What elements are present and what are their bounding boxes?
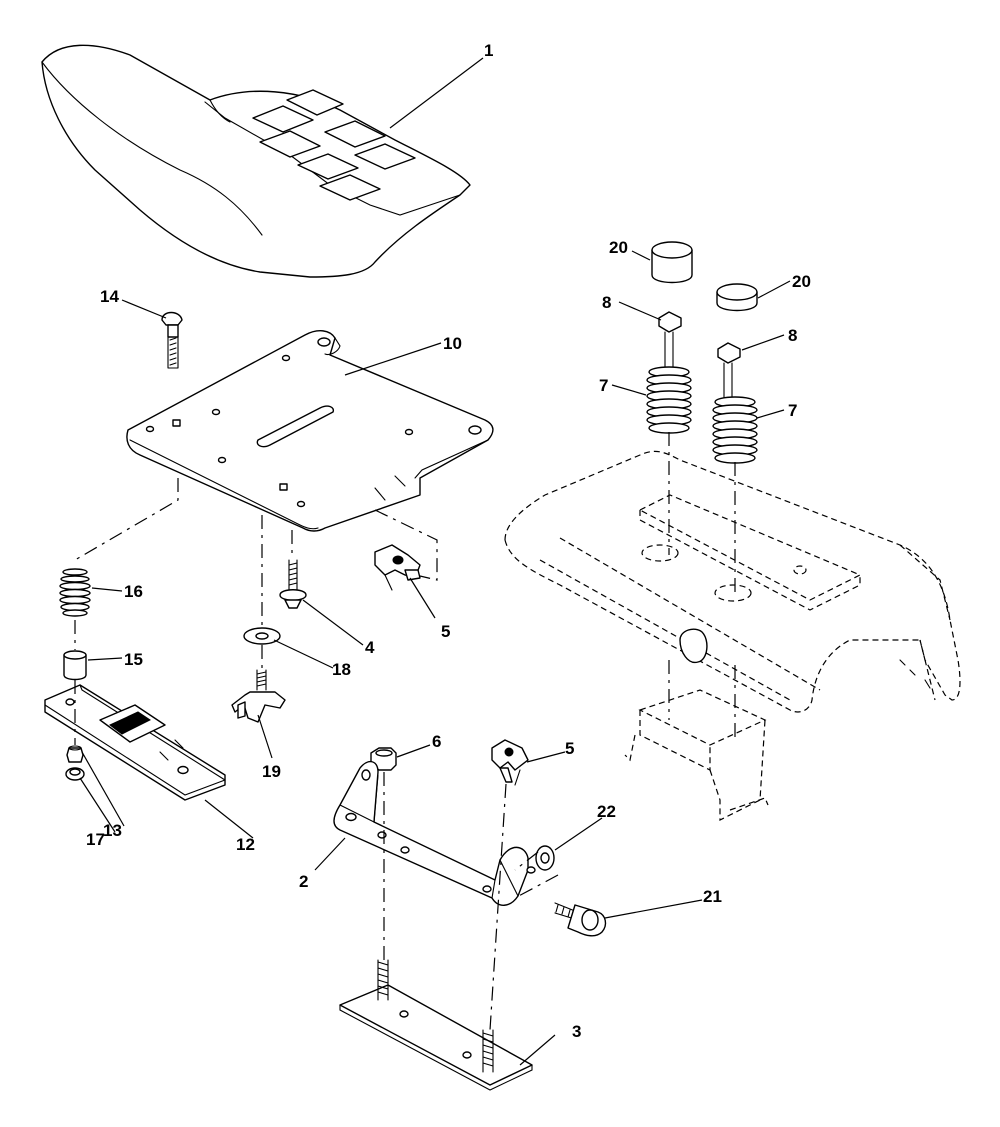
alignment-lines xyxy=(74,432,736,1031)
seat-pan xyxy=(126,330,494,532)
callout-13: 13 xyxy=(103,821,122,840)
callout-15: 15 xyxy=(124,650,143,669)
spring-small xyxy=(59,568,91,617)
callout-12: 12 xyxy=(236,835,255,854)
hex-nut-small xyxy=(66,745,84,763)
callout-6: 6 xyxy=(432,732,441,751)
clip-lower xyxy=(491,739,529,786)
callout-labels: 1 10 14 16 15 12 13 17 18 19 4 5 6 5 2 2… xyxy=(86,41,811,1041)
pivot-bracket xyxy=(333,761,536,906)
callout-7-right: 7 xyxy=(788,401,797,420)
callout-3: 3 xyxy=(572,1022,581,1041)
carriage-bolt xyxy=(161,311,183,369)
shoulder-screw-right xyxy=(717,342,741,399)
callout-14: 14 xyxy=(100,287,119,306)
fender-reference xyxy=(504,450,961,821)
callout-16: 16 xyxy=(124,582,143,601)
callout-8-left: 8 xyxy=(602,293,611,312)
leader-lines xyxy=(79,57,791,1066)
callout-17: 17 xyxy=(86,830,105,849)
spacer-bushing xyxy=(63,650,87,681)
callout-10: 10 xyxy=(443,334,462,353)
spring-left xyxy=(646,366,692,434)
shoulder-bolt xyxy=(279,559,307,609)
callout-19: 19 xyxy=(262,762,281,781)
seat xyxy=(41,44,471,278)
lock-washer xyxy=(65,767,85,781)
callout-4: 4 xyxy=(365,638,375,657)
callout-8-right: 8 xyxy=(788,326,797,345)
callout-22: 22 xyxy=(597,802,616,821)
callout-18: 18 xyxy=(332,660,351,679)
shoulder-screw-left xyxy=(658,311,682,369)
slide-bracket xyxy=(44,684,226,801)
bushing-lower xyxy=(716,283,758,312)
callout-7-left: 7 xyxy=(599,376,608,395)
wing-knob xyxy=(231,669,286,723)
clip-upper xyxy=(374,544,421,591)
base-plate xyxy=(339,959,533,1091)
callout-5-lower: 5 xyxy=(565,739,574,758)
spring-right xyxy=(712,396,758,464)
callout-2: 2 xyxy=(299,872,308,891)
spacer-washer xyxy=(535,845,555,871)
flat-washer xyxy=(243,627,281,645)
callout-5-upper: 5 xyxy=(441,622,450,641)
callout-20-lower: 20 xyxy=(792,272,811,291)
callout-20-upper: 20 xyxy=(609,238,628,257)
shoulder-bolt-large xyxy=(554,902,607,937)
bushing-upper xyxy=(651,241,693,284)
callout-21: 21 xyxy=(703,887,722,906)
callout-1: 1 xyxy=(484,41,493,60)
